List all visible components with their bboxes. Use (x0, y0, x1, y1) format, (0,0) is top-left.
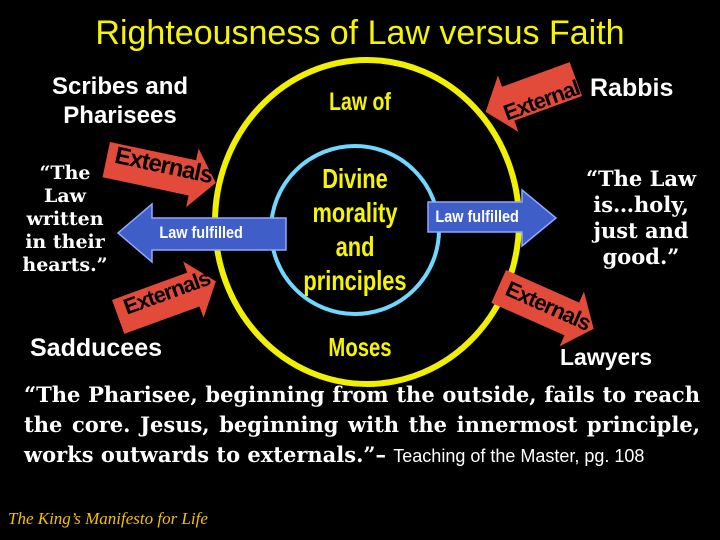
externals-arrow-top-left (102, 142, 216, 208)
bottom-quote-source: Teaching of the Master, pg. 108 (393, 446, 645, 466)
page-title: Righteousness of Law versus Faith (95, 14, 625, 52)
label-law-of: Law of (329, 88, 391, 116)
quote-right: “The Law is…holy, just and good.” (585, 166, 697, 269)
law-fulfilled-arrow-right (427, 188, 558, 248)
externals-arrow-top-right (485, 62, 582, 132)
label-divine-morality: Divine morality and principles (303, 163, 407, 296)
label-rabbis: Rabbis (590, 74, 674, 102)
bottom-quote-text: “The Pharisee, beginning from the outsid… (24, 382, 700, 467)
bottom-quote-dash: – (375, 442, 386, 467)
footer-title: The King’s Manifesto for Life (8, 509, 208, 528)
arrow-label-left: Law fulfilled (159, 223, 243, 242)
label-moses: Moses (328, 332, 392, 362)
externals-arrow-bottom-left (112, 261, 216, 334)
label-sadducees: Sadducees (30, 334, 163, 362)
label-lawyers: Lawyers (560, 344, 653, 370)
law-fulfilled-arrow-left (116, 202, 287, 264)
label-scribes-pharisees: Scribes and Pharisees (51, 73, 189, 129)
externals-arrow-bottom-right (491, 270, 594, 347)
quote-left: “The Law written in their hearts.” (22, 162, 108, 276)
bottom-quote: “The Pharisee, beginning from the outsid… (24, 380, 700, 471)
arrow-label-right: Law fulfilled (435, 207, 519, 226)
